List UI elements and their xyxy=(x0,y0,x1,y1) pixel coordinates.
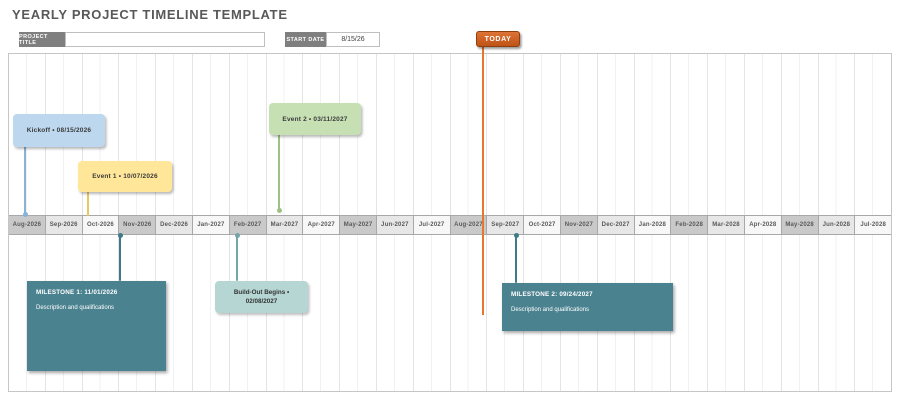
page-title: YEARLY PROJECT TIMELINE TEMPLATE xyxy=(12,7,288,22)
buildout-axis-dot xyxy=(234,233,240,238)
month-label-may-2028: May-2028 xyxy=(781,216,819,234)
project-title-label: PROJECT TITLE xyxy=(19,32,65,47)
milestone2-description: Description and qualifications xyxy=(511,307,590,313)
event1-callout[interactable]: Event 1 • 10/07/2026 xyxy=(78,161,172,192)
start-date-label: START DATE xyxy=(285,32,326,47)
milestone1-axis-dot xyxy=(117,233,123,238)
month-label-jun-2028: Jun-2028 xyxy=(818,216,856,234)
event2-callout[interactable]: Event 2 • 03/11/2027 xyxy=(269,103,361,135)
month-label-nov-2027: Nov-2027 xyxy=(560,216,598,234)
kickoff-axis-dot xyxy=(22,212,28,217)
month-label-may-2027: May-2027 xyxy=(340,216,377,234)
event2-axis-dot xyxy=(276,208,282,213)
month-label-sep-2026: Sep-2026 xyxy=(45,216,83,234)
month-label-apr-2028: Apr-2028 xyxy=(744,216,782,234)
month-label-nov-2026: Nov-2026 xyxy=(119,216,157,234)
month-label-jul-2028: Jul-2028 xyxy=(855,216,892,234)
today-marker-line xyxy=(482,46,484,315)
project-title-input[interactable] xyxy=(65,32,265,47)
buildout-label-line2: 02/08/2027 xyxy=(245,298,278,305)
event2-stem-line xyxy=(278,134,280,211)
month-label-dec-2026: Dec-2026 xyxy=(156,216,193,234)
start-date-field[interactable]: 8/15/26 xyxy=(326,32,380,47)
month-label-dec-2027: Dec-2027 xyxy=(597,216,635,234)
milestone1-stem-line xyxy=(119,235,121,281)
milestone1-title: MILESTONE 1: 11/01/2026 xyxy=(36,289,118,296)
month-label-feb-2027: Feb-2027 xyxy=(229,216,267,234)
month-label-jun-2027: Jun-2027 xyxy=(376,216,414,234)
month-label-oct-2027: Oct-2027 xyxy=(524,216,561,234)
kickoff-callout[interactable]: Kickoff • 08/15/2026 xyxy=(13,114,105,147)
month-label-aug-2027: Aug-2027 xyxy=(450,216,488,234)
today-badge[interactable]: TODAY xyxy=(476,31,520,47)
month-label-feb-2028: Feb-2028 xyxy=(671,216,709,234)
event1-stem-line xyxy=(87,191,89,216)
kickoff-stem-line xyxy=(24,146,26,216)
milestone2-axis-dot xyxy=(513,233,519,238)
milestone2-title: MILESTONE 2: 09/24/2027 xyxy=(511,291,593,298)
month-label-jan-2027: Jan-2027 xyxy=(192,216,230,234)
milestone2-stem-line xyxy=(515,235,517,283)
milestone1-description: Description and qualifications xyxy=(36,305,115,311)
buildout-label-line1: Build-Out Begins • xyxy=(233,288,290,296)
month-label-aug-2026: Aug-2026 xyxy=(9,216,46,234)
month-label-mar-2027: Mar-2027 xyxy=(266,216,304,234)
milestone1-box[interactable]: MILESTONE 1: 11/01/2026 Description and … xyxy=(27,281,166,371)
month-label-mar-2028: Mar-2028 xyxy=(708,216,745,234)
month-label-oct-2026: Oct-2026 xyxy=(82,216,120,234)
buildout-stem-line xyxy=(236,235,238,281)
month-label-jul-2027: Jul-2027 xyxy=(413,216,451,234)
buildout-callout[interactable]: Build-Out Begins • 02/08/2027 xyxy=(215,281,308,313)
month-label-sep-2027: Sep-2027 xyxy=(487,216,525,234)
month-label-apr-2027: Apr-2027 xyxy=(303,216,341,234)
month-label-jan-2028: Jan-2028 xyxy=(634,216,672,234)
milestone2-box[interactable]: MILESTONE 2: 09/24/2027 Description and … xyxy=(502,283,673,331)
